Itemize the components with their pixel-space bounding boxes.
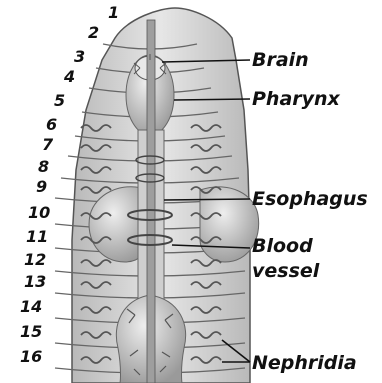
segment-number-6: 6 xyxy=(46,115,57,134)
label-blood-vessel-line2: vessel xyxy=(252,260,320,282)
segment-number-12: 12 xyxy=(24,250,46,269)
label-nephridia: Nephridia xyxy=(252,352,357,374)
segment-number-9: 9 xyxy=(36,177,47,196)
segment-number-11: 11 xyxy=(26,227,48,246)
segment-number-8: 8 xyxy=(38,157,49,176)
label-esophagus: Esophagus xyxy=(252,188,368,210)
segment-number-16: 16 xyxy=(20,347,42,366)
segment-number-14: 14 xyxy=(20,297,42,316)
segment-number-4: 4 xyxy=(63,67,75,86)
label-blood-vessel-line1: Blood xyxy=(252,235,313,257)
segment-number-15: 15 xyxy=(20,322,42,341)
segment-number-5: 5 xyxy=(54,91,65,110)
segment-number-3: 3 xyxy=(74,47,85,66)
label-brain: Brain xyxy=(252,49,309,71)
segment-number-7: 7 xyxy=(42,135,54,154)
segment-number-1: 1 xyxy=(108,3,119,22)
pharynx-leader xyxy=(174,99,250,100)
right-lobe-organ xyxy=(200,187,259,262)
segment-number-13: 13 xyxy=(24,272,46,291)
label-pharynx: Pharynx xyxy=(252,88,341,110)
esophagus-leader xyxy=(164,199,250,200)
segment-number-10: 10 xyxy=(28,203,50,222)
segment-number-2: 2 xyxy=(88,23,99,42)
dorsal-blood-vessel xyxy=(147,20,155,383)
